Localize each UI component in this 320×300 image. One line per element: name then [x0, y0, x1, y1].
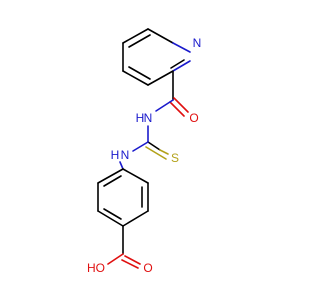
bond [122, 168, 149, 184]
carboxylic-acid-group [107, 225, 141, 269]
hydroxyl-label: HO [87, 261, 105, 275]
carbonyl-oxygen-label: O [189, 111, 198, 125]
bond [121, 259, 139, 269]
bond [169, 101, 185, 117]
aromatic-bond [170, 59, 185, 69]
benzene-ring [97, 161, 149, 227]
aromatic-bond [103, 175, 122, 187]
bond [122, 210, 149, 227]
bond [97, 210, 124, 227]
bond [159, 149, 169, 155]
atom-labels: N O N H S N H O HO [87, 36, 201, 275]
pyridine-ring [122, 28, 191, 86]
thiourea-group [132, 125, 169, 160]
bond [107, 253, 124, 265]
amine-hydrogen-label: H [111, 148, 120, 162]
bond [172, 60, 191, 72]
imide-hydrogen-label: H [136, 111, 145, 125]
bond [122, 28, 149, 44]
bond [97, 168, 124, 184]
aromatic-bond [103, 208, 122, 220]
carboxyl-oxygen-label: O [143, 261, 152, 275]
aromatic-bond [128, 34, 151, 48]
bond [119, 161, 124, 170]
bond [172, 42, 191, 53]
imide-nitrogen-label: N [144, 111, 153, 125]
carbonyl-group [155, 70, 189, 117]
bond [145, 146, 167, 160]
bond [122, 70, 149, 86]
bond [147, 70, 174, 86]
chemical-structure-diagram: N O N H S N H O HO [87, 28, 201, 275]
bond [124, 255, 141, 265]
bond [147, 141, 161, 151]
thione-sulfur-label: S [171, 151, 179, 165]
bond [147, 28, 174, 44]
amine-nitrogen-label: N [121, 148, 130, 162]
bond [173, 97, 189, 113]
bond [132, 141, 149, 152]
bond [155, 99, 174, 112]
pyridine-nitrogen-label: N [193, 36, 202, 50]
aromatic-bond [128, 66, 151, 80]
